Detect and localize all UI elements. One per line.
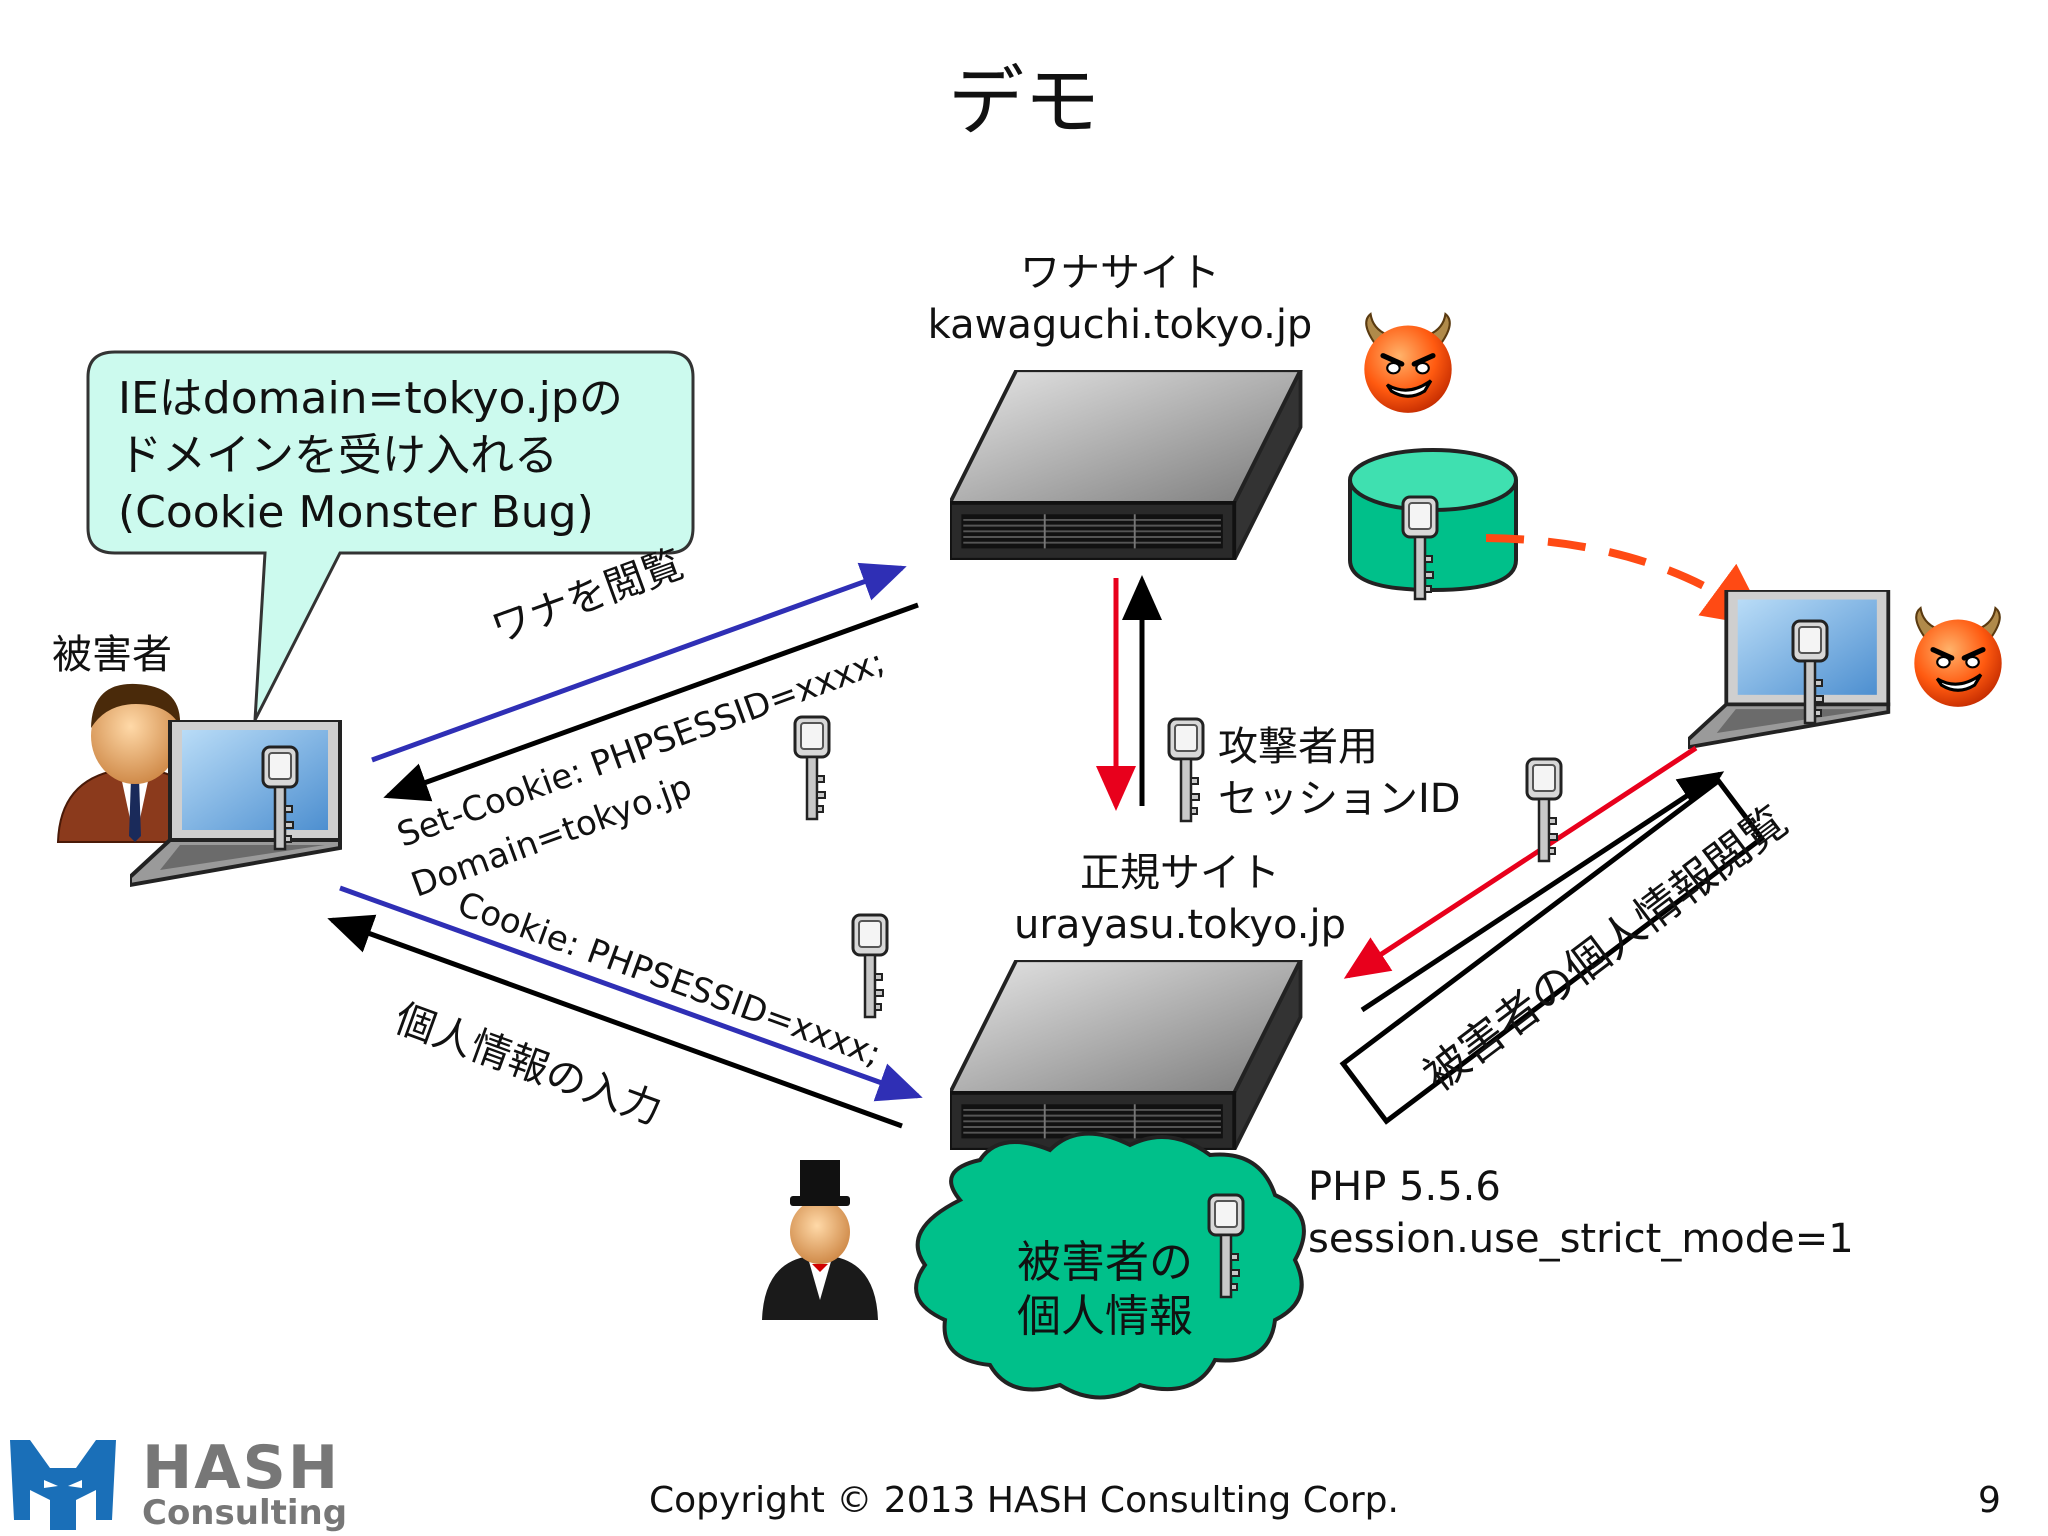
arrow-set-cookie bbox=[383, 602, 919, 802]
cookie-key-icon bbox=[851, 913, 889, 1019]
attacker-devil-icon-2 bbox=[1914, 608, 2001, 707]
hash-logo-text: HASH Consulting bbox=[142, 1433, 348, 1533]
cloud-line-1: 被害者の bbox=[1017, 1237, 1193, 1288]
php-setting-label: session.use_strict_mode=1 bbox=[1308, 1216, 1854, 1262]
callout-line-1: IEはdomain=tokyo.jpの bbox=[118, 373, 623, 424]
callout-bubble bbox=[86, 350, 695, 721]
arrow-input-personal bbox=[327, 914, 903, 1129]
logo-word-hash: HASH bbox=[142, 1433, 341, 1503]
legit-site-domain: urayasu.tokyo.jp bbox=[1014, 902, 1346, 948]
site-owner-person-icon bbox=[762, 1160, 878, 1320]
arrow-cookie-send bbox=[339, 885, 923, 1102]
attacker-view-key-icon bbox=[1525, 757, 1563, 863]
cloud-line-2: 個人情報 bbox=[1017, 1291, 1193, 1342]
hash-logo-icon bbox=[10, 1440, 116, 1530]
legit-site-label: 正規サイト bbox=[1080, 850, 1280, 896]
php-version-label: PHP 5.5.6 bbox=[1308, 1164, 1501, 1210]
trap-site-domain: kawaguchi.tokyo.jp bbox=[927, 302, 1313, 348]
attacker-session-label-2: セッションID bbox=[1218, 776, 1461, 822]
copyright-footer: Copyright © 2013 HASH Consulting Corp. bbox=[649, 1480, 1399, 1521]
view-info-label-box bbox=[1339, 777, 1766, 1125]
victim-label: 被害者 bbox=[52, 632, 172, 678]
arrow-browse-trap bbox=[371, 562, 907, 763]
attacker-devil-icon bbox=[1364, 314, 1451, 413]
page-number: 9 bbox=[1978, 1480, 2001, 1521]
personal-info-cloud bbox=[914, 1131, 1306, 1400]
callout-line-3: (Cookie Monster Bug) bbox=[118, 487, 594, 538]
attacker-session-key-icon bbox=[1167, 717, 1205, 823]
set-cookie-key-icon bbox=[793, 715, 831, 821]
attacker-session-label-1: 攻撃者用 bbox=[1218, 724, 1378, 770]
arrow-legit-to-attacker bbox=[1360, 771, 1725, 1013]
dashed-steal-arrow bbox=[1485, 534, 1769, 628]
cloud-text: 被害者の 個人情報 bbox=[990, 1236, 1220, 1344]
callout-text: IEはdomain=tokyo.jpの ドメインを受け入れる (Cookie M… bbox=[118, 370, 623, 541]
attacker-laptop-icon bbox=[1688, 590, 1891, 750]
logo-word-consulting: Consulting bbox=[142, 1493, 348, 1533]
trap-server-icon bbox=[950, 370, 1303, 560]
trap-site-label: ワナサイト bbox=[1020, 250, 1220, 296]
arrow-attacker-to-legit bbox=[1343, 745, 1698, 979]
callout-line-2: ドメインを受け入れる bbox=[118, 430, 558, 481]
legit-server-icon bbox=[950, 960, 1303, 1150]
slide-title: デモ bbox=[948, 57, 1100, 146]
